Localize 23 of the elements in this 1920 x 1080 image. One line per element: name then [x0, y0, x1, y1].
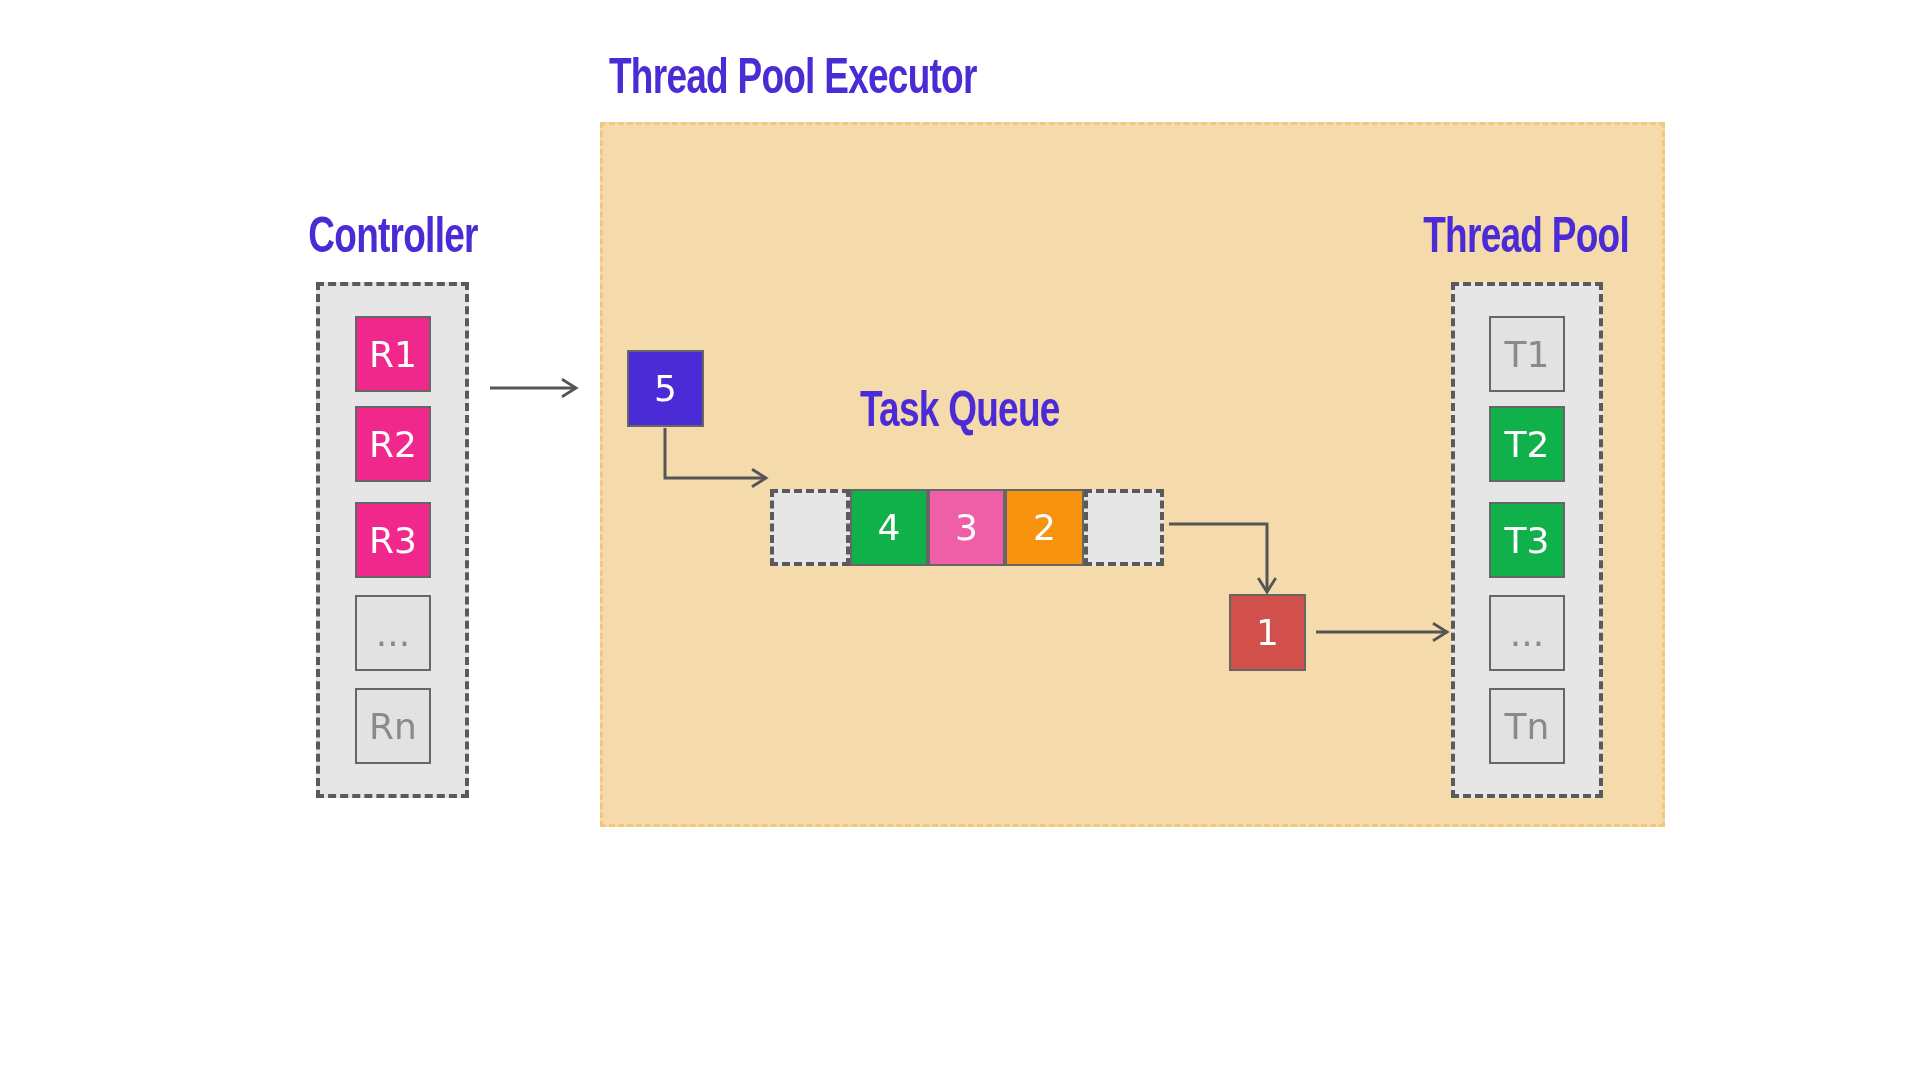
task-box: R3 — [355, 502, 431, 578]
group-heading: Thread Pool Executor — [609, 47, 977, 105]
task-box: T3 — [1489, 502, 1565, 578]
task-box: 2 — [1005, 489, 1084, 566]
task-box: 4 — [850, 489, 928, 566]
queue-heading: Task Queue — [860, 380, 1060, 438]
group-heading: Controller — [307, 206, 478, 264]
group-heading: Thread Pool — [1423, 206, 1629, 264]
arrow — [1316, 621, 1449, 643]
task-box: T1 — [1489, 316, 1565, 392]
arrow — [1169, 522, 1278, 594]
arrow — [663, 428, 768, 489]
task-box: R1 — [355, 316, 431, 392]
task-box: T2 — [1489, 406, 1565, 482]
task-box: Tn — [1489, 688, 1565, 764]
task-box: 5 — [627, 350, 704, 427]
task-box: 1 — [1229, 594, 1306, 671]
task-box: ... — [1489, 595, 1565, 671]
task-box: R2 — [355, 406, 431, 482]
task-box: 3 — [928, 489, 1005, 566]
task-box: ... — [355, 595, 431, 671]
task-box: Rn — [355, 688, 431, 764]
arrow — [490, 377, 578, 399]
